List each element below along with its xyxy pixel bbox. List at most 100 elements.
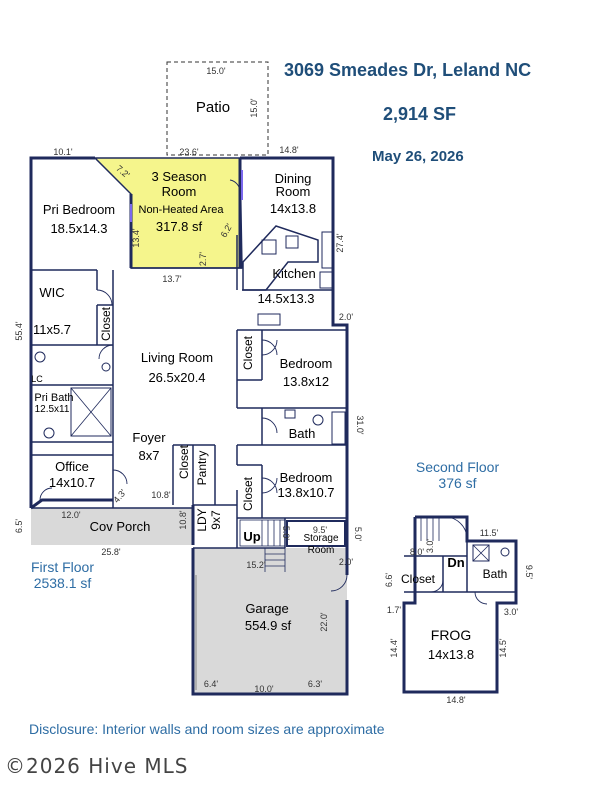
pri-bedroom-size: 18.5x14.3 (50, 221, 107, 236)
dim-sf-closet-h: 6.6' (384, 573, 394, 588)
dining-room-label-2: Room (276, 184, 311, 199)
garage-label: Garage (245, 601, 288, 616)
garage-area: 554.9 sf (245, 618, 292, 633)
shower-icon (472, 544, 490, 562)
disclosure-text: Disclosure: Interior walls and room size… (29, 721, 385, 737)
dining-room-label: Dining (275, 171, 312, 186)
garage-area (194, 548, 347, 694)
linen-closet-label: LC (31, 374, 43, 384)
kitchen-label: Kitchen (272, 266, 315, 281)
bedroom-2-size: 13.8x10.7 (277, 485, 334, 500)
dim-right-top: 14.8' (279, 145, 299, 155)
living-room-size: 26.5x20.4 (148, 370, 205, 385)
dim-left-side: 55.4' (14, 321, 24, 341)
bedroom-1-label: Bedroom (280, 356, 333, 371)
season-room-area: 317.8 sf (156, 219, 203, 234)
interior-walls (31, 235, 347, 549)
dim-porch-top: 12.0' (61, 510, 81, 520)
frog-label: FROG (431, 627, 471, 643)
wic-size: 11x5.7 (33, 322, 71, 337)
toilet-icon (43, 427, 55, 439)
season-room-note: Non-Heated Area (139, 204, 225, 216)
patio-label: Patio (196, 99, 230, 116)
sink-icon (284, 409, 296, 419)
property-address: 3069 Smeades Dr, Leland NC (284, 60, 532, 80)
sf-bath-label: Bath (483, 567, 508, 581)
dim-sf-stair: 3.0' (425, 539, 435, 554)
dim-storage-w: 9.5' (313, 525, 328, 535)
counter-icon (321, 231, 333, 269)
dim-sf-left-step: 1.7' (387, 605, 402, 615)
first-floor-name: First Floor (31, 559, 94, 575)
dim-sf-right-step: 3.0' (504, 607, 519, 617)
total-square-feet: 2,914 SF (383, 104, 457, 124)
dim-garage-step: 2.0' (339, 557, 354, 567)
pantry-label: Pantry (195, 451, 209, 486)
dim-garage-top: 15.2' (246, 560, 266, 570)
stairs (239, 519, 286, 572)
kitchen-island (242, 225, 319, 291)
dim-sf-right-top: 9.5' (524, 565, 534, 580)
watermark-text: ©2026 Hive MLS (5, 754, 189, 778)
dim-right-side-2: 31.0' (355, 415, 365, 435)
second-floor-walls (402, 515, 518, 694)
second-floor-label: Second Floor 376 sf (400, 459, 515, 491)
closet-label-bed1: Closet (241, 335, 255, 370)
bath-label: Bath (289, 426, 316, 441)
pri-bath-label: Pri Bath (34, 392, 73, 404)
closet-label-bed2: Closet (241, 476, 255, 511)
season-room-label: 3 Season (152, 169, 207, 184)
toilet-icon (500, 547, 510, 557)
first-floor-area: 2538.1 sf (33, 575, 92, 591)
door-swing (430, 579, 444, 593)
sf-closet-label: Closet (401, 572, 436, 586)
frog-size: 14x13.8 (428, 647, 474, 662)
second-floor-interior (404, 541, 516, 593)
dim-porch-side: 6.5' (14, 519, 24, 534)
sink-icon (34, 351, 46, 363)
dining-room-size: 14x13.8 (270, 201, 316, 216)
dim-porch-diag: 4.3' (111, 487, 128, 505)
dim-sf-left-top: 8.0' (410, 547, 425, 557)
dim-season-top: 23.6' (179, 147, 199, 157)
storage-room-outline (286, 520, 346, 547)
dim-porch-right: 10.8' (151, 490, 171, 500)
pri-bath-size: 12.5x11 (35, 404, 70, 415)
plan-date: May 26, 2026 (372, 148, 464, 165)
cooktop-icon (285, 235, 299, 249)
second-floor-area: 376 sf (438, 475, 477, 491)
dim-porch-bottom: 25.8' (101, 547, 121, 557)
dim-garage-br: 6.3' (308, 679, 323, 689)
door-swings (39, 179, 348, 592)
dim-porch-vert: 10.8' (178, 510, 188, 530)
bedroom-1-size: 13.8x12 (283, 374, 329, 389)
bathtub-icon (331, 411, 346, 445)
toilet-icon (312, 414, 324, 426)
closet-label-wic: Closet (99, 306, 113, 341)
dim-diag-3: 2.7' (198, 252, 208, 267)
first-floor-label: First Floor 2538.1 sf (15, 559, 110, 591)
cov-porch-label: Cov Porch (90, 519, 151, 534)
dim-sf-top: 11.5' (480, 528, 499, 538)
porch-area (31, 508, 193, 545)
storage-room-label-2: Room (308, 545, 335, 556)
dim-right-side: 27.4' (335, 233, 345, 253)
second-floor-name: Second Floor (415, 459, 500, 475)
pri-bedroom-label: Pri Bedroom (43, 202, 115, 217)
foyer-label: Foyer (132, 430, 166, 445)
stairs-down-label: Dn (447, 555, 464, 570)
stairs-up-label: Up (243, 529, 260, 544)
bedroom-2-label: Bedroom (280, 470, 333, 485)
season-room-label-2: Room (162, 184, 197, 199)
dim-season-h: 13.4' (131, 228, 141, 248)
laundry-size: 9x7 (209, 510, 223, 530)
fridge-icon (257, 313, 281, 326)
office-size: 14x10.7 (49, 475, 95, 490)
closet-label-foyer: Closet (177, 444, 191, 479)
dim-frog-w: 14.8' (446, 695, 466, 705)
wic-label: WIC (39, 285, 64, 300)
door-swing (474, 591, 488, 605)
second-floor-stairs (420, 516, 468, 541)
laundry-label: LDY (195, 508, 209, 531)
